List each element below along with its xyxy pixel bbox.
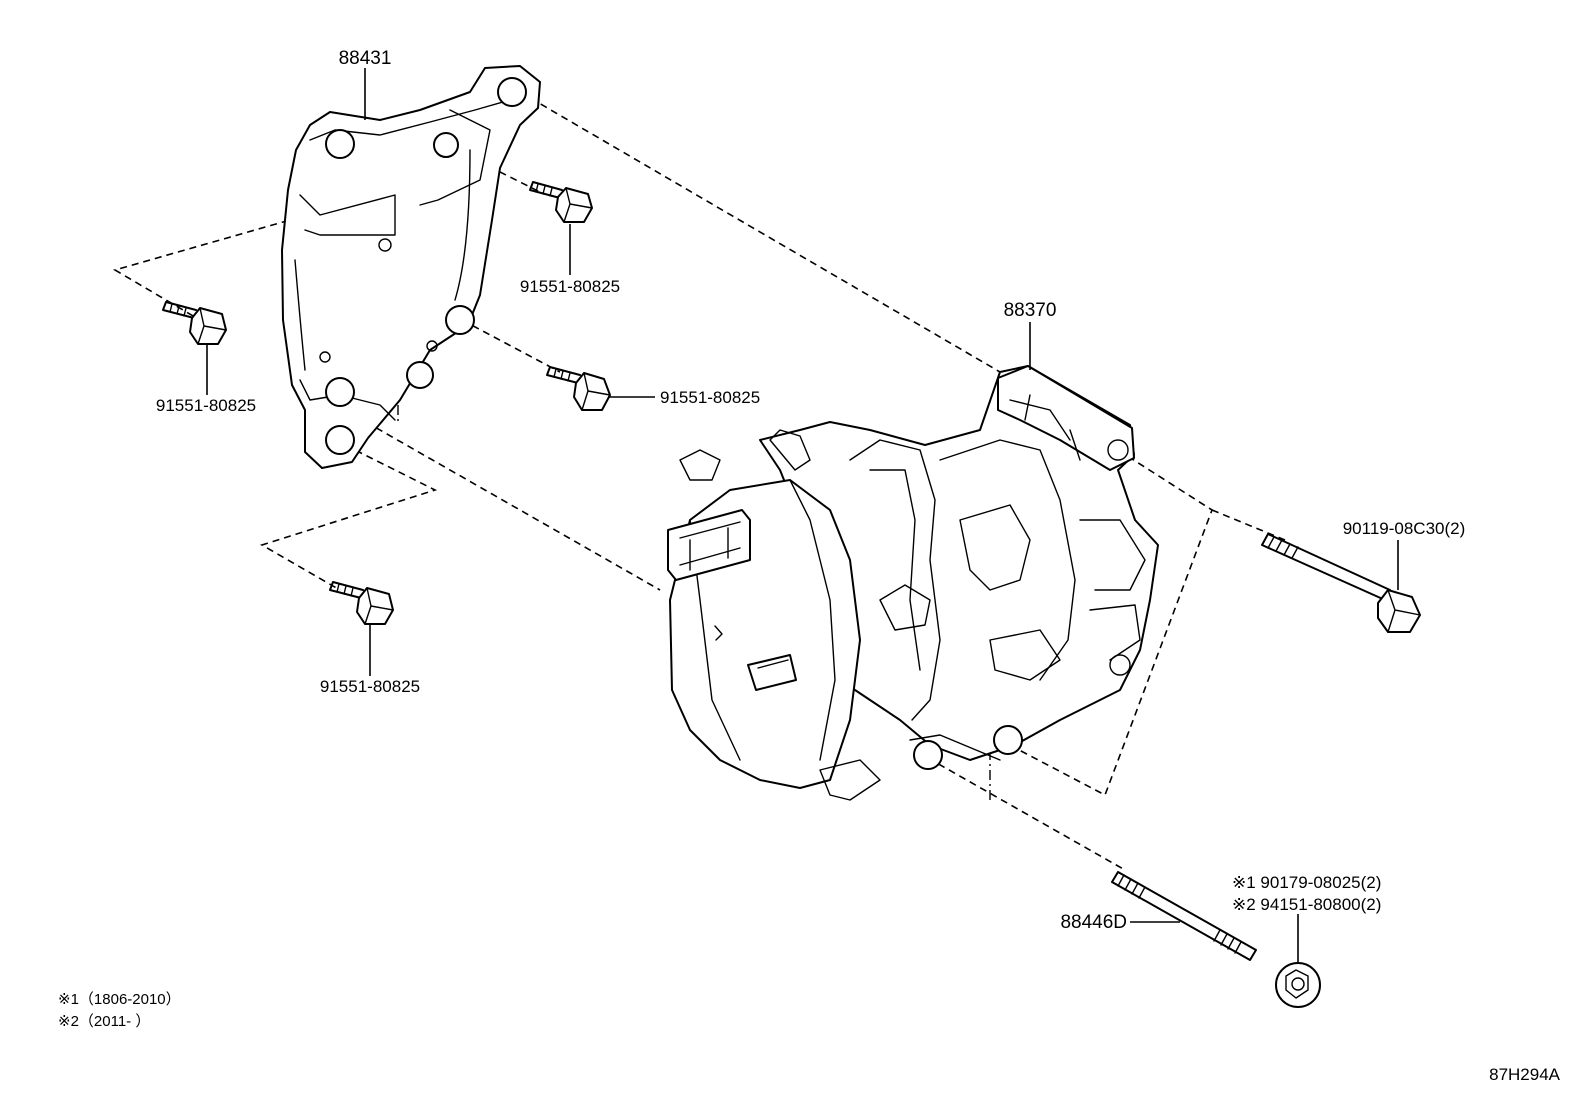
leader-lines	[206, 68, 1399, 962]
compressor-bracket	[281, 65, 541, 469]
label-nut-line2: ※2 94151-80800(2)	[1232, 895, 1381, 914]
stud-bolt	[1111, 871, 1257, 961]
labels: 88431 91551-80825 91551-80825 91551-8082…	[58, 48, 1561, 1084]
bolt-mid	[546, 366, 611, 411]
label-bracket: 88431	[339, 48, 392, 69]
label-bolt-left: 91551-80825	[156, 396, 256, 415]
nut	[1275, 962, 1321, 1008]
bolt-left	[162, 301, 227, 345]
label-stud: 88446D	[1060, 912, 1127, 933]
ac-compressor	[667, 365, 1159, 801]
label-bolt-top: 91551-80825	[520, 277, 620, 296]
bolt-top	[529, 181, 593, 223]
long-bolt	[1261, 533, 1421, 633]
note-line1: ※1（1806-2010）	[58, 991, 181, 1008]
label-bolt-low: 91551-80825	[320, 677, 420, 696]
diagram-id: 87H294A	[1489, 1065, 1561, 1084]
label-bolt-mid: 91551-80825	[660, 388, 760, 407]
label-compressor: 88370	[1004, 300, 1057, 321]
label-long-bolt: 90119-08C30(2)	[1343, 519, 1466, 538]
bolt-low	[329, 581, 394, 625]
note-line2: ※2（2011- ）	[58, 1013, 150, 1030]
label-nut-line1: ※1 90179-08025(2)	[1232, 873, 1381, 892]
